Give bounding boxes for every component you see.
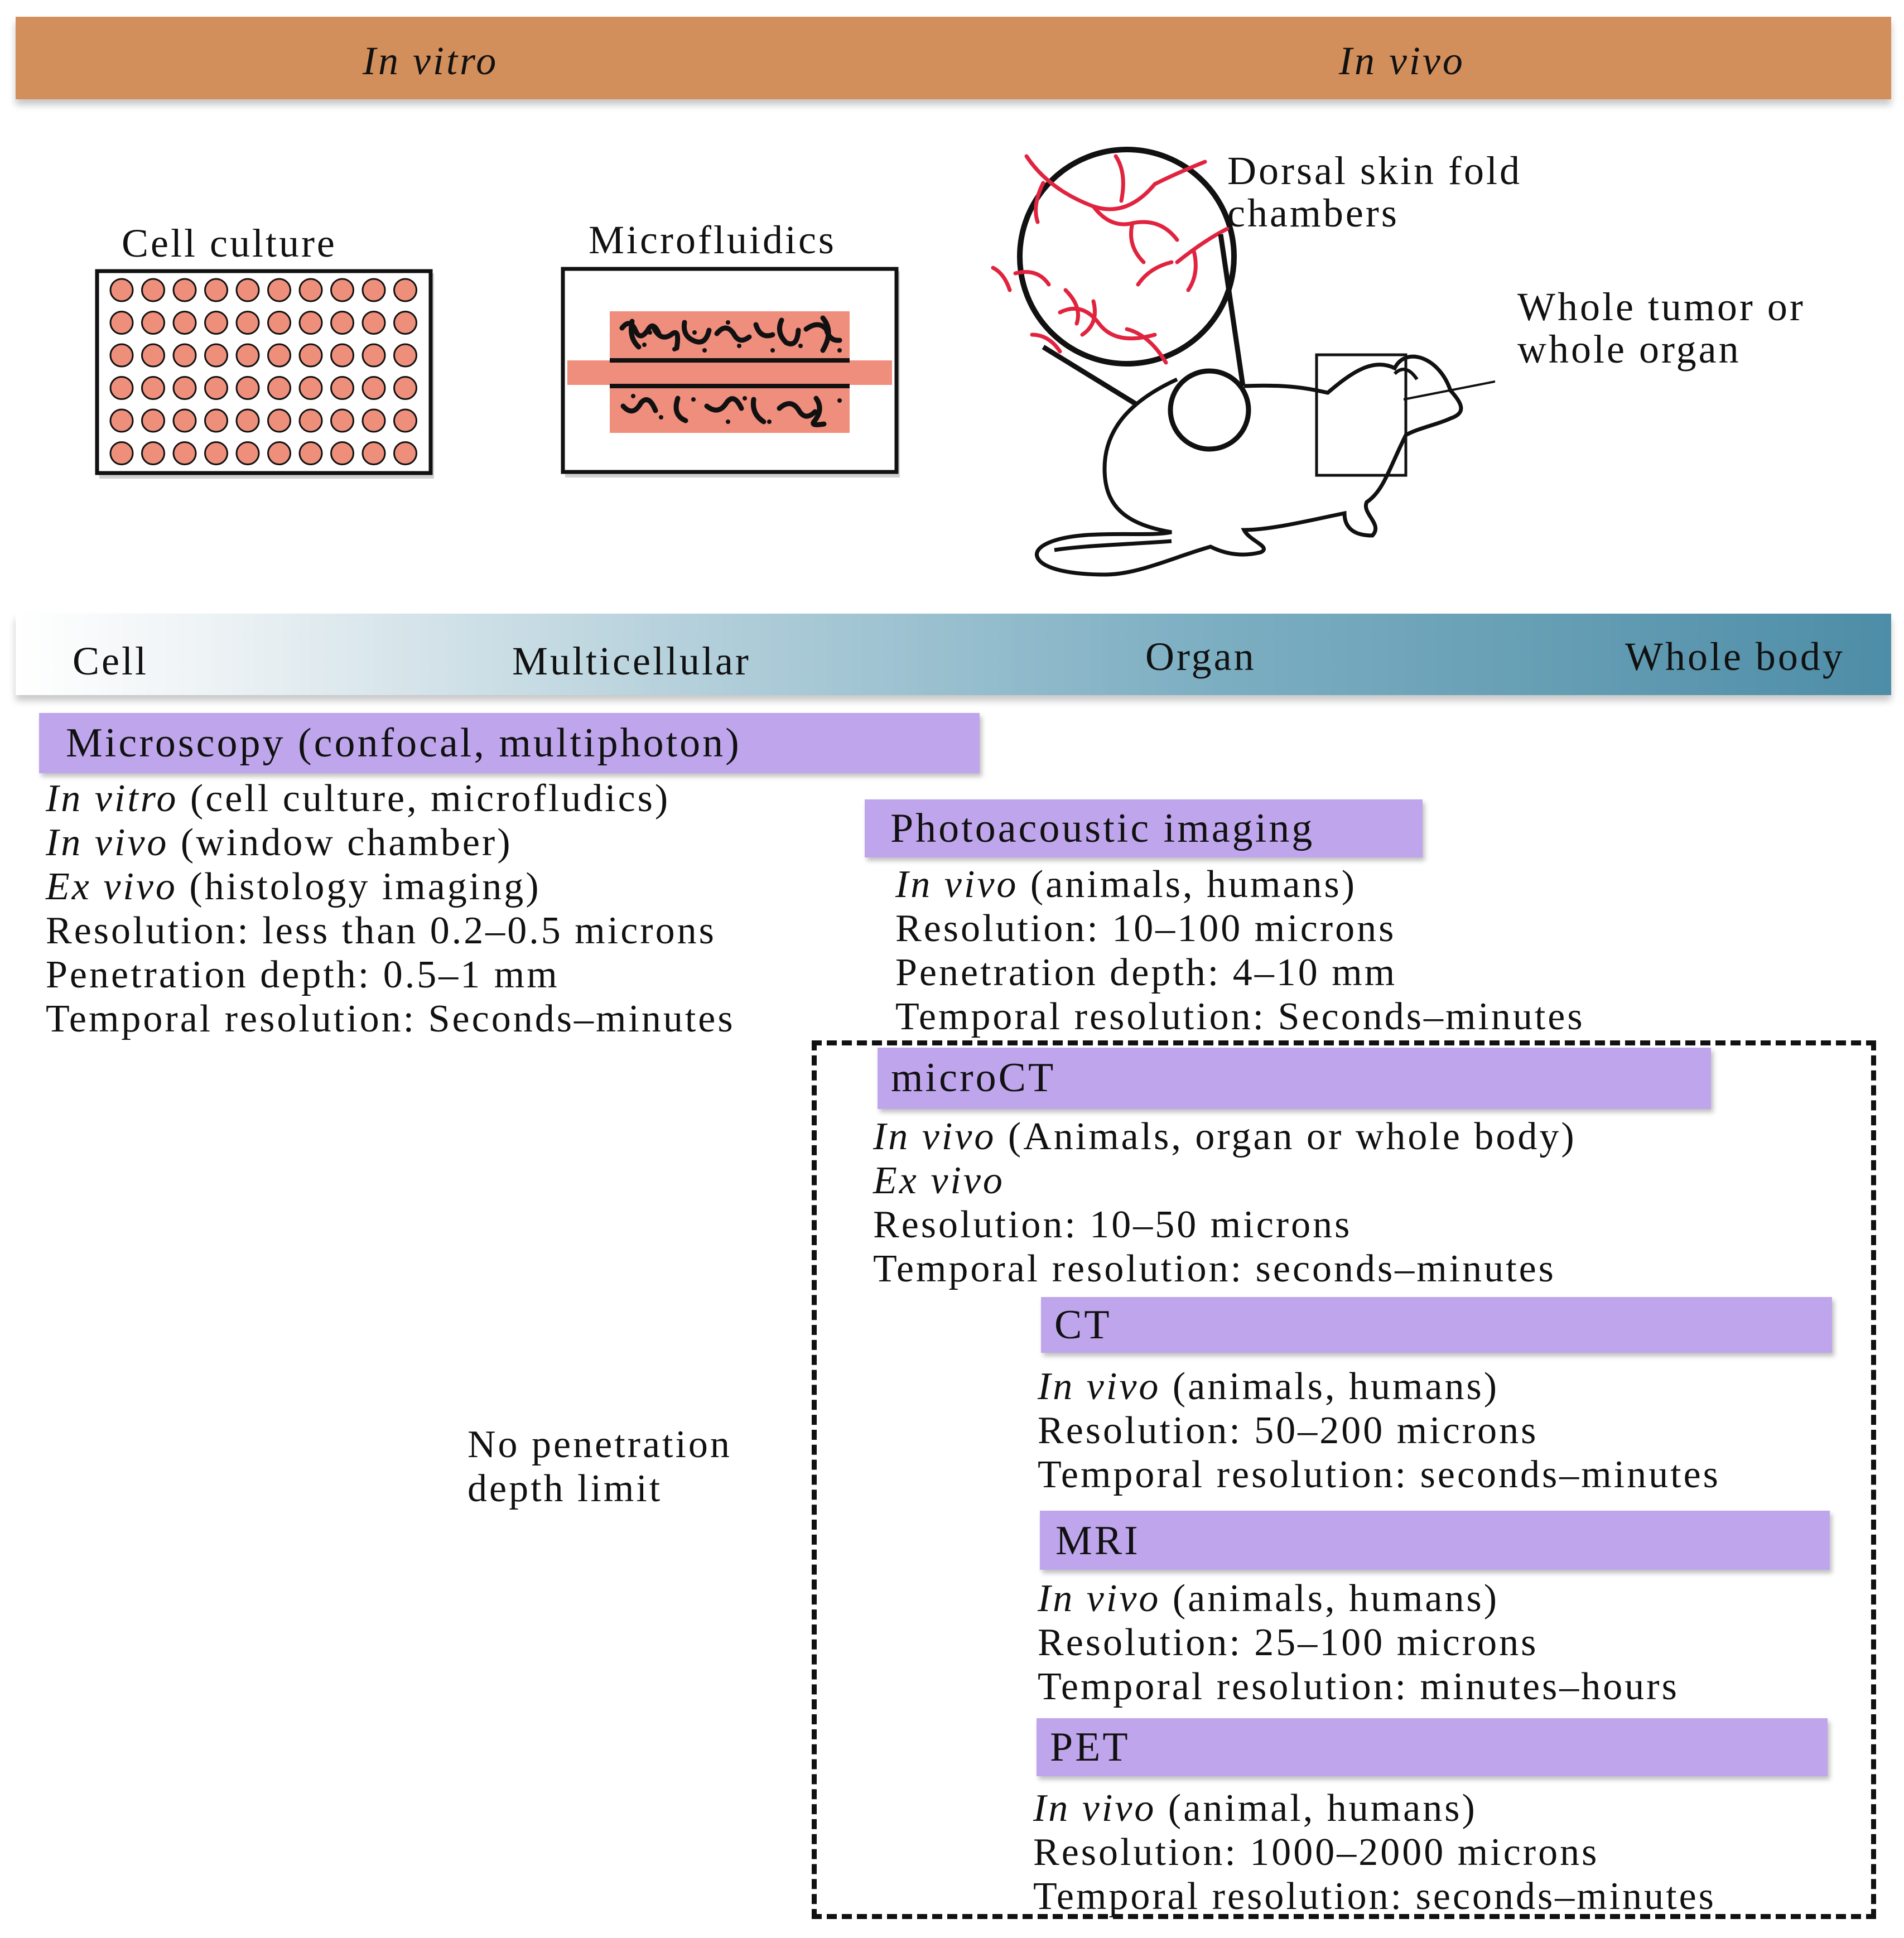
culture-well <box>141 311 165 335</box>
culture-well <box>109 278 134 302</box>
culture-well <box>298 441 323 465</box>
scale-organ-label: Organ <box>1145 634 1256 679</box>
photoacoustic-details: In vivo (animals, humans) Resolution: 10… <box>895 863 1585 1038</box>
culture-well <box>393 311 417 335</box>
culture-well <box>204 311 228 335</box>
culture-well <box>298 343 323 368</box>
culture-well <box>393 376 417 400</box>
mri-details: In vivo (animals, humans) Resolution: 25… <box>1038 1577 1679 1708</box>
culture-well <box>235 376 260 400</box>
ct-details: In vivo (animals, humans) Resolution: 50… <box>1038 1365 1720 1496</box>
culture-well <box>330 376 354 400</box>
particle-dots <box>631 320 842 424</box>
culture-well <box>172 278 197 302</box>
microfluidics-label: Microfluidics <box>589 218 836 262</box>
culture-well <box>204 408 228 433</box>
culture-well <box>204 376 228 400</box>
mri-title: MRI <box>1055 1518 1140 1564</box>
culture-well <box>109 376 134 400</box>
vessel-network <box>619 315 842 427</box>
microct-details: In vivo (Animals, organ or whole body) E… <box>873 1115 1577 1290</box>
culture-well <box>393 441 417 465</box>
blood-vessels <box>991 154 1230 365</box>
pet-details: In vivo (animal, humans) Resolution: 100… <box>1033 1787 1716 1918</box>
culture-well <box>109 441 134 465</box>
culture-well <box>109 343 134 368</box>
culture-well <box>235 441 260 465</box>
culture-well <box>267 376 291 400</box>
culture-well <box>204 441 228 465</box>
culture-well <box>393 408 417 433</box>
pet-bar: PET <box>1037 1718 1828 1776</box>
culture-well <box>298 376 323 400</box>
culture-well <box>235 408 260 433</box>
photoacoustic-bar: Photoacoustic imaging <box>865 799 1423 857</box>
whole-tumor-label: Whole tumor or whole organ <box>1517 285 1805 372</box>
pet-title: PET <box>1050 1724 1130 1770</box>
culture-well <box>172 376 197 400</box>
culture-well <box>172 311 197 335</box>
in-vivo-label: In vivo <box>1339 38 1465 83</box>
culture-well <box>267 278 291 302</box>
culture-well <box>330 408 354 433</box>
microscopy-bar: Microscopy (confocal, multiphoton) <box>39 713 980 773</box>
microfluidic-chip-illustration <box>561 267 900 478</box>
culture-well <box>204 343 228 368</box>
culture-well <box>361 311 386 335</box>
ct-title: CT <box>1054 1302 1112 1348</box>
mri-bar: MRI <box>1040 1511 1830 1570</box>
culture-well <box>267 343 291 368</box>
culture-well <box>330 311 354 335</box>
microscopy-details: In vitro (cell culture, microfludics) In… <box>46 777 735 1040</box>
culture-well <box>204 278 228 302</box>
culture-well <box>361 408 386 433</box>
culture-well <box>235 278 260 302</box>
well-plate-illustration <box>95 269 434 479</box>
culture-well <box>172 441 197 465</box>
microct-title: microCT <box>891 1055 1056 1101</box>
ct-bar: CT <box>1041 1297 1832 1353</box>
biological-scale-band: Cell Multicellular Organ Whole body <box>16 614 1891 695</box>
culture-well <box>141 441 165 465</box>
culture-well <box>298 311 323 335</box>
in-vitro-in-vivo-band: In vitro In vivo <box>16 17 1891 99</box>
culture-well <box>235 311 260 335</box>
culture-well <box>141 376 165 400</box>
no-depth-limit-box <box>812 1040 1876 1919</box>
culture-well <box>361 441 386 465</box>
culture-well <box>172 343 197 368</box>
culture-well <box>109 311 134 335</box>
dorsal-skin-fold-label: Dorsal skin fold chambers <box>1227 148 1522 235</box>
culture-well <box>393 278 417 302</box>
no-depth-limit-label: No penetration depth limit <box>467 1423 732 1510</box>
culture-well <box>141 278 165 302</box>
culture-well <box>298 408 323 433</box>
cell-culture-label: Cell culture <box>122 221 337 266</box>
scale-cell-label: Cell <box>73 639 148 683</box>
culture-well <box>267 441 291 465</box>
culture-well <box>267 311 291 335</box>
culture-well <box>361 376 386 400</box>
culture-well <box>141 408 165 433</box>
culture-well <box>330 441 354 465</box>
microscopy-title: Microscopy (confocal, multiphoton) <box>66 720 741 766</box>
culture-well <box>330 343 354 368</box>
well-grid <box>109 278 417 465</box>
culture-well <box>141 343 165 368</box>
microct-bar: microCT <box>878 1048 1711 1109</box>
culture-well <box>330 278 354 302</box>
scale-multicellular-label: Multicellular <box>512 639 751 683</box>
culture-well <box>361 278 386 302</box>
culture-well <box>235 343 260 368</box>
culture-well <box>267 408 291 433</box>
culture-well <box>361 343 386 368</box>
culture-well <box>109 408 134 433</box>
culture-well <box>172 408 197 433</box>
culture-well <box>393 343 417 368</box>
photoacoustic-title: Photoacoustic imaging <box>890 806 1315 851</box>
scale-whole-body-label: Whole body <box>1625 634 1845 679</box>
in-vitro-label: In vitro <box>363 38 499 83</box>
mouse-illustration <box>991 147 1495 577</box>
culture-well <box>298 278 323 302</box>
